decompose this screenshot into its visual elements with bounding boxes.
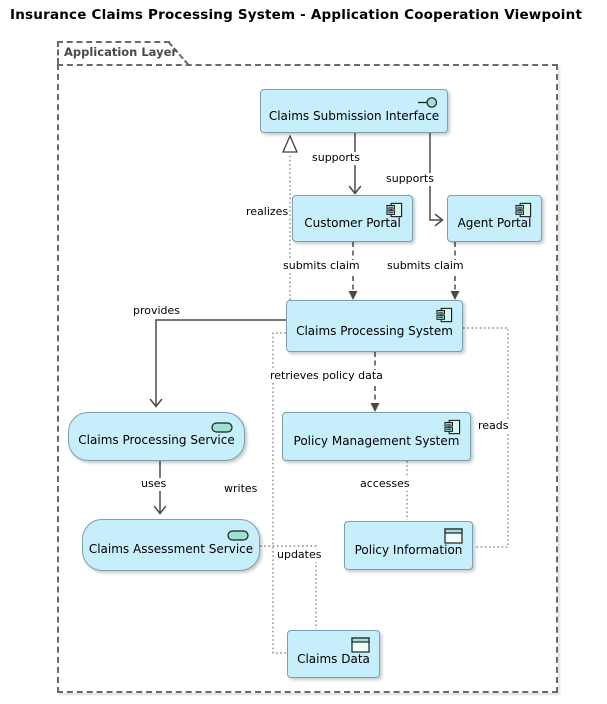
application-component-icon (444, 419, 461, 435)
edge-label-supports-customer: supports (311, 151, 361, 165)
diagram-title: Insurance Claims Processing System - App… (10, 7, 583, 23)
edge-submits-claim-agent (450, 242, 460, 300)
node-policy-information[interactable]: Policy Information (344, 521, 473, 570)
edge-label-writes: writes (223, 482, 259, 496)
edge-label-submits-claim-customer: submits claim (282, 259, 361, 273)
edge-label-updates: updates (276, 548, 323, 562)
node-label: Customer Portal (304, 216, 401, 230)
application-component-icon (515, 202, 532, 218)
node-policy-management-system[interactable]: Policy Management System (282, 412, 471, 461)
data-object-icon (351, 637, 370, 653)
application-layer-group[interactable] (57, 64, 558, 693)
application-component-icon (436, 307, 453, 323)
edge-supports-agent (429, 133, 444, 227)
edge-updates (260, 545, 317, 629)
application-component-icon (386, 202, 403, 218)
node-label: Policy Management System (293, 434, 460, 448)
edge-label-realizes: realizes (245, 205, 290, 219)
application-service-icon (227, 530, 249, 541)
application-service-icon (211, 422, 233, 433)
node-claims-assessment-service[interactable]: Claims Assessment Service (82, 519, 260, 571)
application-interface-icon (417, 96, 438, 109)
edge-submits-claim-customer (348, 242, 358, 300)
node-label: Agent Portal (457, 216, 532, 230)
edge-writes (272, 332, 286, 654)
edge-label-submits-claim-agent: submits claim (386, 259, 465, 273)
node-claims-processing-service[interactable]: Claims Processing Service (68, 412, 245, 461)
node-label: Policy Information (354, 543, 463, 557)
edge-label-provides: provides (132, 304, 182, 318)
edge-realizes (282, 134, 298, 300)
application-layer-label: Application Layer (64, 45, 178, 59)
edge-label-retrieves-policy-data: retrieves policy data (269, 369, 384, 383)
node-label: Claims Data (297, 651, 370, 666)
node-claims-submission-interface[interactable]: Claims Submission Interface (260, 89, 448, 133)
edge-provides (149, 319, 286, 408)
edge-reads (463, 327, 509, 548)
data-object-icon (444, 528, 463, 544)
node-label: Claims Assessment Service (88, 542, 254, 556)
node-label: Claims Processing System (296, 323, 453, 338)
application-layer-tab (57, 41, 170, 64)
edge-label-accesses: accesses (359, 477, 411, 491)
edge-label-supports-agent: supports (385, 172, 435, 186)
edge-label-uses: uses (140, 477, 168, 491)
node-label: Claims Processing Service (78, 433, 235, 447)
node-claims-processing-system[interactable]: Claims Processing System (286, 300, 463, 352)
node-label: Claims Submission Interface (268, 108, 440, 123)
node-customer-portal[interactable]: Customer Portal (292, 195, 413, 242)
edge-label-reads: reads (477, 419, 510, 433)
node-claims-data[interactable]: Claims Data (287, 630, 380, 678)
node-agent-portal[interactable]: Agent Portal (447, 195, 542, 242)
